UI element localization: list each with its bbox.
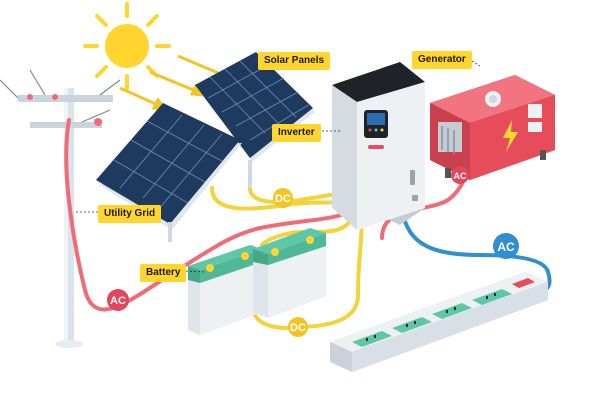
ac-badge-grid: AC [107, 289, 129, 311]
battery-icon [253, 228, 326, 318]
dc-badge-battery: DC [288, 317, 308, 337]
inverter-icon [332, 62, 425, 230]
callout-utility-grid: Utility Grid [98, 205, 162, 223]
ac-badge-generator: AC [451, 166, 469, 184]
callout-inverter: Inverter [272, 124, 321, 142]
svg-text:AC: AC [497, 240, 515, 254]
svg-text:DC: DC [275, 193, 291, 205]
svg-text:AC: AC [454, 171, 467, 181]
dc-badge-panels: DC [273, 188, 293, 208]
callout-battery: Battery [140, 264, 187, 282]
generator-icon [430, 75, 555, 180]
ac-badge-output: AC [493, 233, 519, 259]
svg-text:AC: AC [110, 295, 126, 307]
svg-text:DC: DC [290, 322, 306, 334]
ac-wire-output [402, 216, 552, 294]
battery-icon [188, 245, 262, 335]
power-strip-icon [330, 272, 548, 372]
solar-panel-icon [96, 103, 242, 242]
ac-wire-grid [64, 118, 350, 312]
callout-generator: Generator [412, 51, 472, 69]
callout-solar-panels: Solar Panels [258, 52, 331, 70]
